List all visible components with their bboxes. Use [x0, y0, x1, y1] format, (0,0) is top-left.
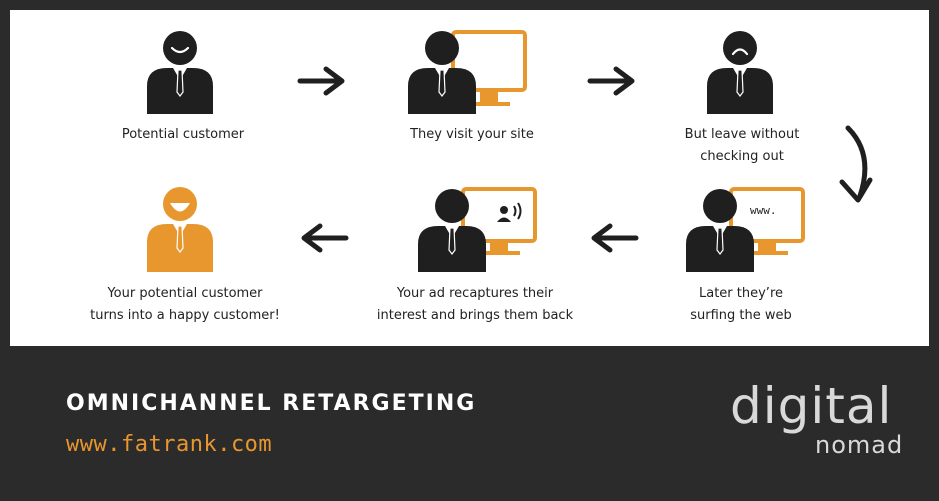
caption-line: Your ad recaptures their: [396, 286, 554, 301]
arrow-left-icon: [591, 223, 639, 253]
step-1: [147, 30, 217, 120]
sad-person-icon: [707, 31, 773, 114]
caption-line: turns into a happy customer!: [90, 308, 280, 323]
caption-line: interest and brings them back: [376, 308, 574, 323]
footer-title: OMNICHANNEL RETARGETING: [66, 391, 477, 416]
logo-nomad: nomad: [815, 431, 904, 459]
person-at-computer-icon: [408, 30, 527, 114]
step-6-caption: Your potential customer turns into a hap…: [70, 283, 300, 327]
caption-line: Later they’re: [699, 286, 783, 301]
arrow-left-icon: [301, 223, 349, 253]
step-6: [147, 186, 217, 276]
step-5: [418, 186, 543, 281]
step-2-caption: They visit your site: [372, 124, 572, 146]
step-1-caption: Potential customer: [83, 124, 283, 146]
logo-digital: digital: [730, 377, 893, 435]
person-browsing-web-icon: [686, 187, 805, 272]
step-5-caption: Your ad recaptures their interest and br…: [355, 283, 595, 327]
footer-url[interactable]: www.fatrank.com: [66, 432, 273, 457]
caption-line: Your potential customer: [107, 286, 263, 301]
person-viewing-ad-icon: [418, 187, 537, 272]
smiling-person-icon: [147, 31, 213, 114]
step-4: www.: [686, 186, 811, 281]
happy-customer-icon: [147, 187, 213, 272]
arrow-right-icon: [587, 66, 635, 96]
caption-line: But leave without: [684, 127, 800, 142]
arrow-right-icon: [297, 66, 345, 96]
caption-line: They visit your site: [410, 127, 534, 142]
curved-arrow-down-icon: [839, 125, 873, 203]
step-3: [707, 30, 777, 120]
step-3-caption: But leave without checking out: [642, 124, 842, 168]
caption-line: surfing the web: [690, 308, 792, 323]
caption-line: Potential customer: [121, 127, 245, 142]
step-2: [408, 28, 533, 123]
step-4-caption: Later they’re surfing the web: [641, 283, 841, 327]
flow-panel: [10, 10, 929, 346]
screen-www-text: www.: [750, 204, 777, 217]
caption-line: checking out: [700, 149, 784, 164]
